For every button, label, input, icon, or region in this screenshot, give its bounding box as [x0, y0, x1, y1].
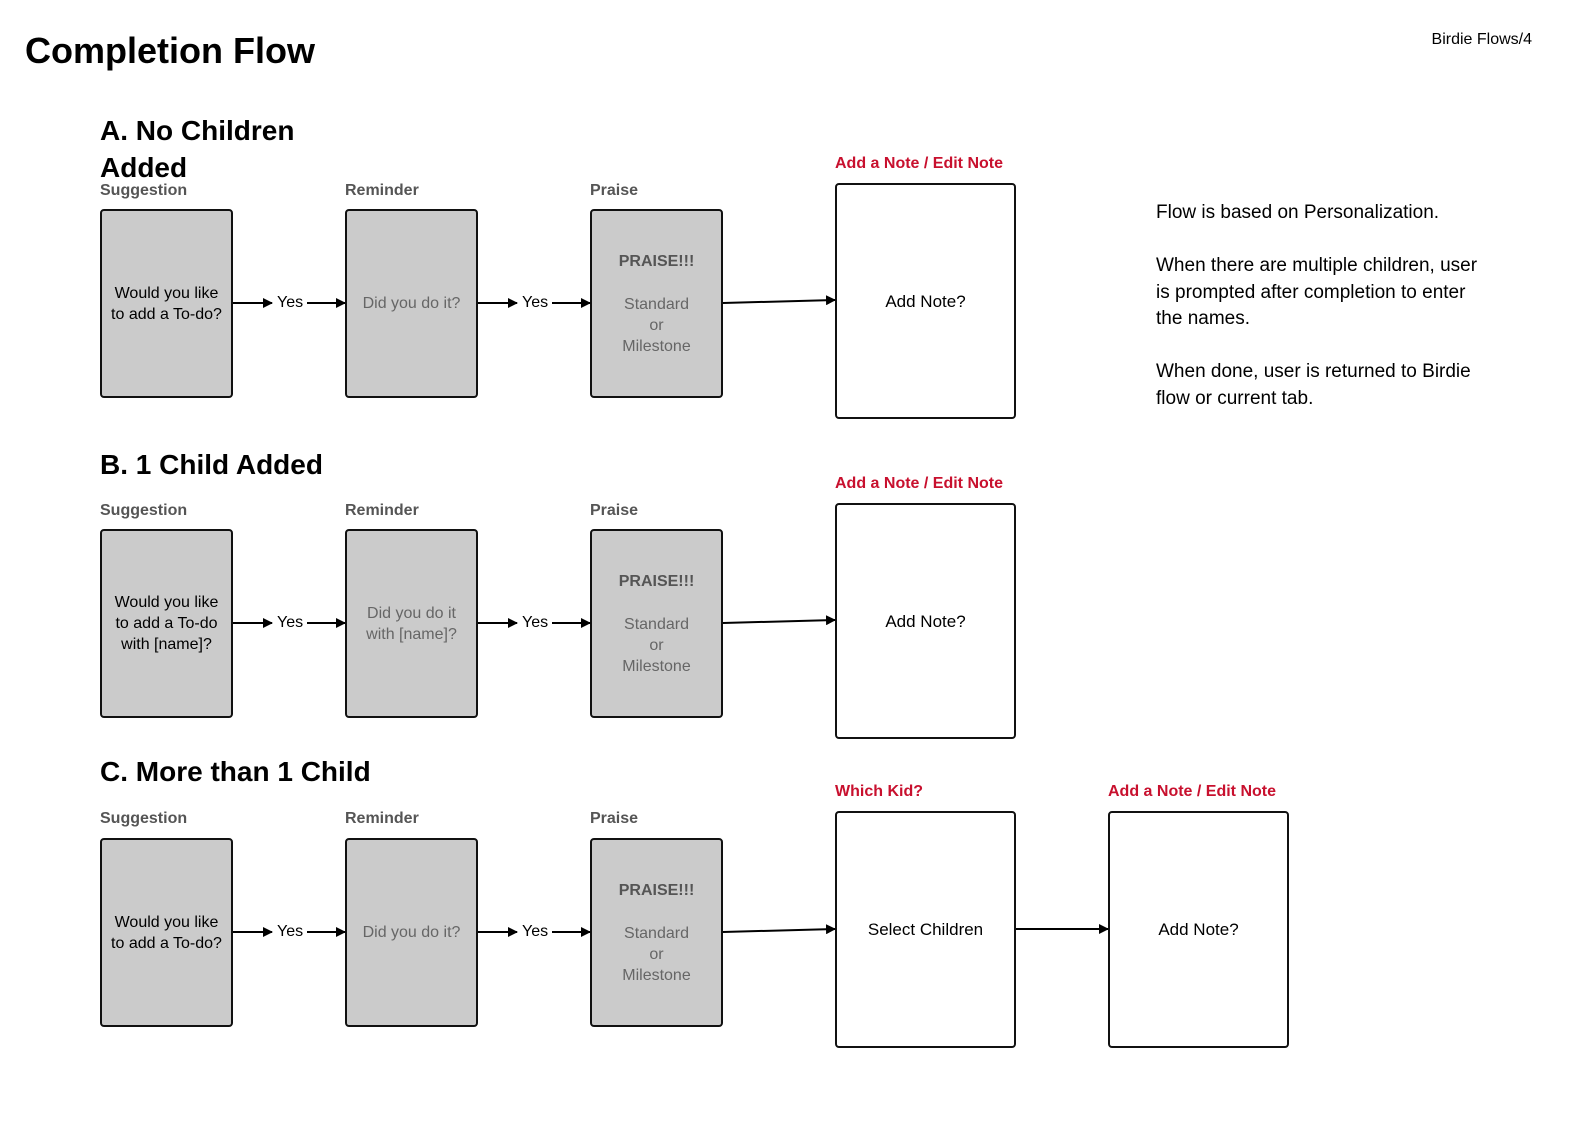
section-b-suggestion-label: Suggestion [100, 502, 188, 519]
section-b-suggestion-card: Would you like to add a To-do with [name… [100, 529, 233, 718]
section-c-praise-label: Praise [590, 810, 639, 827]
section-c-kid-label: Which Kid? [835, 783, 923, 800]
section-b-note-text: Add Note? [885, 611, 966, 631]
section-c-suggestion-label: Suggestion [100, 810, 188, 827]
flow-note: When there are multiple children, user i… [1156, 255, 1478, 329]
section-b-yes-2: Yes [522, 614, 549, 631]
section-a-praise-milestone: Milestone [622, 337, 691, 355]
section-a-note-label: Add a Note / Edit Note [835, 155, 1003, 172]
section-a-reminder-card: Did you do it? [345, 209, 478, 398]
section-a-arrow-3 [722, 295, 836, 306]
section-c-praise-card: PRAISE!!! Standard or Milestone [590, 838, 723, 1027]
section-a-reminder-label: Reminder [345, 182, 419, 199]
section-c-reminder-card: Did you do it? [345, 838, 478, 1027]
section-b-praise-milestone: Milestone [622, 657, 691, 675]
section-b-praise-label: Praise [590, 502, 639, 519]
section-c-note-card: Add Note? [1108, 811, 1289, 1048]
flow-note: Flow is based on Personalization. [1156, 202, 1440, 223]
page-title: Completion Flow [25, 30, 315, 71]
section-c-reminder-label: Reminder [345, 810, 419, 827]
section-a-title: A. No Children Added [100, 115, 295, 183]
section-b-reminder-text: Did you do it with [name]? [366, 604, 457, 643]
section-b-praise-or: or [649, 636, 664, 654]
section-c-kid-card: Select Children [835, 811, 1016, 1048]
section-b-note-label: Add a Note / Edit Note [835, 475, 1003, 492]
section-c-note-label: Add a Note / Edit Note [1108, 783, 1276, 800]
section-b-praise-standard: Standard [624, 615, 689, 633]
section-c-yes-1: Yes [277, 923, 304, 940]
section-a-praise-standard: Standard [624, 295, 689, 313]
section-a-suggestion-label: Suggestion [100, 182, 188, 199]
section-a-praise-label: Praise [590, 182, 639, 199]
section-a-yes-2: Yes [522, 294, 549, 311]
section-b-note-card: Add Note? [835, 503, 1016, 739]
flow-note: When done, user is returned to Birdie fl… [1156, 361, 1471, 409]
section-b-title: B. 1 Child Added [100, 449, 323, 480]
section-c-arrow-3 [722, 924, 836, 935]
section-c-praise-heading: PRAISE!!! [618, 881, 695, 899]
section-c-praise-milestone: Milestone [622, 966, 691, 984]
section-c-reminder-text: Did you do it? [362, 924, 461, 941]
section-b-yes-1: Yes [277, 614, 304, 631]
section-c-yes-2: Yes [522, 923, 549, 940]
section-c-note-text: Add Note? [1158, 920, 1239, 939]
section-a-suggestion-text: Would you like to add a To-do? [111, 284, 222, 323]
section-a-note-text: Add Note? [885, 291, 966, 311]
section-b-arrow-3 [722, 615, 836, 626]
section-b-reminder-label: Reminder [345, 502, 419, 519]
page-reference: Birdie Flows/4 [1431, 31, 1532, 48]
section-b-praise-heading: PRAISE!!! [618, 572, 695, 590]
section-c-kid-text: Select Children [867, 920, 984, 939]
section-a-praise-heading: PRAISE!!! [618, 252, 695, 270]
section-b-suggestion-text: Would you like to add a To-do with [name… [114, 594, 219, 653]
section-a-note-card: Add Note? [835, 183, 1016, 419]
section-a-suggestion-card: Would you like to add a To-do? [100, 209, 233, 398]
flow-notes: Flow is based on Personalization. When t… [1156, 200, 1486, 439]
section-c-praise-or: or [649, 945, 664, 963]
section-a-praise-or: or [649, 316, 664, 334]
section-b-reminder-card: Did you do it with [name]? [345, 529, 478, 718]
section-c-suggestion-text: Would you like to add a To-do? [111, 913, 222, 952]
section-a-praise-card: PRAISE!!! Standard or Milestone [590, 209, 723, 398]
section-a-reminder-text: Did you do it? [362, 295, 461, 312]
section-c-title: C. More than 1 Child [100, 756, 371, 787]
section-a-yes-1: Yes [277, 294, 304, 311]
section-b-praise-card: PRAISE!!! Standard or Milestone [590, 529, 723, 718]
section-c-suggestion-card: Would you like to add a To-do? [100, 838, 233, 1027]
section-c-praise-standard: Standard [624, 924, 689, 942]
